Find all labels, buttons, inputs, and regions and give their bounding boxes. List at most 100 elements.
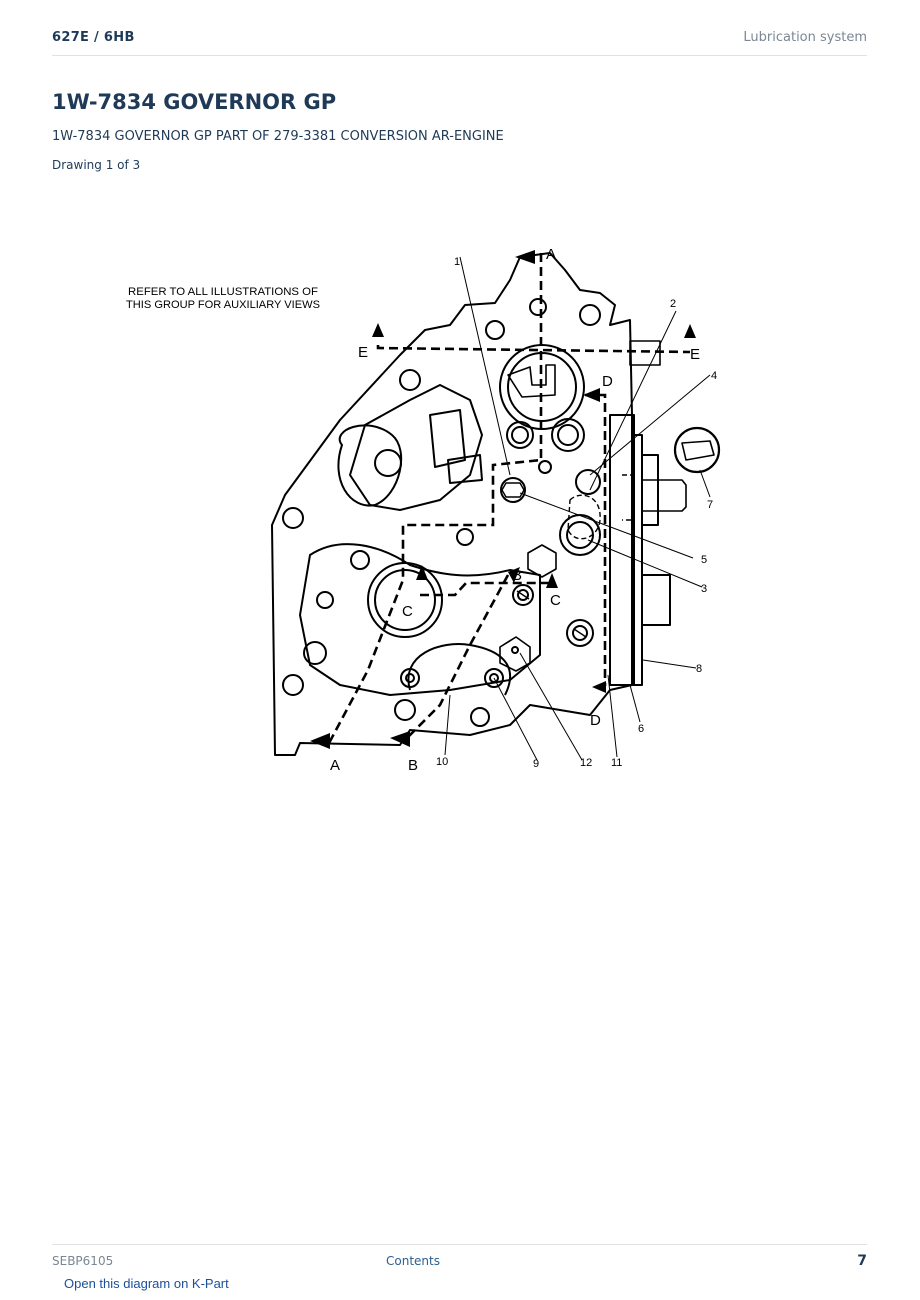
mount-hole — [399, 369, 421, 391]
callout-3: 3 — [701, 583, 707, 595]
bottom-boss — [407, 643, 511, 696]
screw-inner — [517, 589, 529, 601]
mount-hole — [559, 514, 601, 556]
mount-hole — [511, 426, 529, 444]
drawing-number: Drawing 1 of 3 — [52, 158, 141, 172]
arrow-e-right — [684, 324, 696, 338]
leader-2 — [589, 310, 677, 491]
section-label-c-right: C — [550, 592, 561, 609]
screw-inner — [489, 673, 499, 683]
section-label-e-left: E — [358, 344, 368, 361]
arrow-d-bottom — [592, 681, 606, 693]
mount-hole — [506, 421, 534, 449]
governor-diagram: REFER TO ALL ILLUSTRATIONS OF THIS GROUP… — [110, 235, 830, 795]
arrow-a-top — [515, 250, 535, 264]
mount-hole — [456, 528, 474, 546]
arrow-b-bottom — [390, 731, 410, 747]
section-label-d-bottom: D — [590, 712, 601, 729]
mount-hole — [394, 699, 416, 721]
leader-9 — [493, 677, 538, 761]
mount-hole — [566, 521, 594, 549]
mount-hole — [538, 460, 552, 474]
shaft-hidden — [622, 474, 633, 521]
seal-detail-inner — [681, 440, 715, 461]
callout-5: 5 — [701, 554, 707, 566]
section-label-a-bottom: A — [330, 757, 340, 774]
upper-bore-fork — [507, 364, 556, 398]
leader-1 — [459, 256, 511, 476]
mount-hole — [529, 298, 547, 316]
callout-11: 11 — [611, 757, 622, 769]
seal-detail-ring — [673, 426, 721, 474]
arrow-c-left — [416, 565, 428, 580]
section-line-a — [326, 253, 543, 746]
inner-slot-2 — [447, 454, 483, 484]
section-line-b — [404, 574, 510, 741]
plug-5 — [500, 477, 526, 503]
diagram-note-line1: REFER TO ALL ILLUSTRATIONS OF — [128, 286, 318, 298]
section-label-b-top: B — [512, 567, 522, 584]
cover-tab-lower — [642, 574, 671, 626]
arrow-e-left — [372, 323, 384, 337]
hex-plug — [527, 544, 557, 578]
mount-hole — [282, 674, 304, 696]
callout-2: 2 — [670, 298, 676, 310]
leader-4 — [589, 374, 711, 476]
page-title: 1W-7834 GOVERNOR GP — [52, 90, 337, 114]
section-label-c-left: C — [402, 603, 413, 620]
housing-outline — [271, 252, 633, 756]
callout-10: 10 — [436, 756, 448, 768]
section-label-a-top: A — [546, 246, 556, 263]
document-id: SEBP6105 — [52, 1254, 114, 1268]
side-cover — [609, 414, 635, 686]
section-name: Lubrication system — [743, 30, 867, 45]
callout-1: 1 — [454, 256, 460, 268]
mount-hole — [579, 304, 601, 326]
callout-7: 7 — [707, 499, 713, 511]
inner-recess — [349, 384, 483, 511]
cover-tab-upper — [642, 454, 659, 526]
plug-5-hex — [501, 482, 525, 498]
section-label-b-bottom: B — [408, 757, 418, 774]
hex-plug-center — [511, 646, 519, 654]
diagram-note-line2: THIS GROUP FOR AUXILIARY VIEWS — [126, 299, 320, 311]
mount-hole — [575, 469, 601, 495]
left-pocket — [337, 424, 402, 507]
page-number: 7 — [857, 1253, 867, 1269]
drive-spline — [629, 340, 661, 366]
screw — [566, 619, 594, 647]
section-label-d-top: D — [602, 373, 613, 390]
arrow-a-bottom — [310, 733, 330, 749]
mount-hole — [316, 591, 334, 609]
callout-4: 4 — [711, 370, 717, 382]
screw-inner — [405, 673, 415, 683]
callout-8: 8 — [696, 663, 702, 675]
mount-hole — [374, 449, 402, 477]
lower-main-bore — [367, 562, 443, 638]
governor-illustration: REFER TO ALL ILLUSTRATIONS OF THIS GROUP… — [126, 246, 721, 774]
lower-plate — [299, 543, 541, 696]
leader-7 — [699, 469, 711, 498]
arrow-b-top — [508, 567, 520, 583]
page-header: 627E / 6HB Lubrication system — [52, 28, 867, 56]
screw — [484, 668, 504, 688]
contents-link[interactable]: Contents — [386, 1254, 440, 1268]
arrow-d-top — [583, 388, 600, 402]
open-kpart-link[interactable]: Open this diagram on K-Part — [64, 1276, 229, 1291]
leader-6 — [629, 684, 641, 723]
leader-10 — [444, 694, 451, 756]
mount-hole — [282, 507, 304, 529]
leader-3 — [587, 539, 703, 588]
mount-hole — [551, 418, 585, 452]
lower-main-bore-inner — [374, 569, 436, 631]
inner-slot — [429, 409, 466, 468]
mount-hole — [557, 424, 579, 446]
machine-model: 627E / 6HB — [52, 30, 135, 45]
callout-6: 6 — [638, 723, 644, 735]
section-label-e-right: E — [690, 346, 700, 363]
mount-hole — [470, 707, 490, 727]
section-line-c — [420, 581, 550, 597]
screw-inner — [572, 625, 588, 641]
mount-hole — [350, 550, 370, 570]
arrow-c-right — [546, 573, 558, 588]
